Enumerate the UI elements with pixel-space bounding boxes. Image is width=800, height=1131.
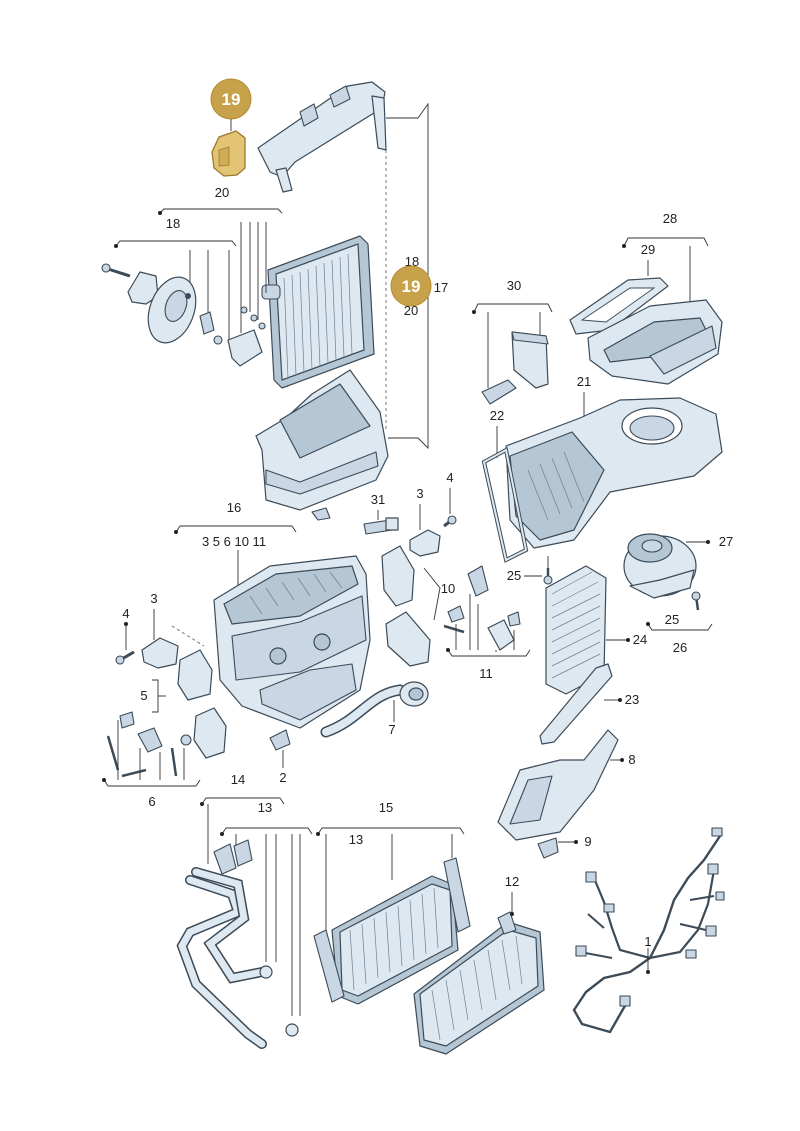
label-22: 22 [490,408,504,423]
label-28: 28 [663,211,677,226]
label-25-left: 25 [507,568,521,583]
part-screw-4-mid [443,515,457,528]
part-clip-30 [481,379,517,405]
label-5: 5 [140,688,147,703]
part-duct-7 [320,681,429,738]
part-disc-18 [147,276,197,344]
part-actuator-5a [177,649,213,701]
part-heater-core-15 [313,857,471,1005]
label-10: 10 [441,581,455,596]
part-screw-4-left [115,650,135,665]
part-bracket-10b [385,611,431,667]
label-9: 9 [584,834,591,849]
label-6: 6 [148,794,155,809]
part-evaporator-housing [255,369,389,521]
part-actuator-5b [193,707,227,759]
label-13-a: 13 [258,800,272,815]
label-25-right: 25 [665,612,679,627]
part-cover-plate-8 [497,729,619,841]
label-7: 7 [388,722,395,737]
label-11: 11 [479,666,493,681]
label-20-right: 20 [404,303,418,318]
part-evaporator-core [261,235,375,389]
part-upper-cover-28 [587,299,723,385]
part-screw-25-left [543,568,553,585]
label-24: 24 [633,632,647,647]
part-connectors-18 [199,306,266,367]
part-pipes-14 [176,839,299,1049]
label-26: 26 [673,640,687,655]
label-3-mid: 3 [416,486,423,501]
callout-badge-19-right-text: 19 [402,277,421,296]
callout-badge-19-top-text: 19 [222,90,241,109]
part-filter-24 [545,565,607,695]
label-18-right: 18 [405,254,419,269]
part-screw-18 [101,263,131,278]
part-upper-bracket [257,81,387,193]
part-blower-housing-21 [505,397,723,549]
part-levers-6 [106,711,192,778]
part-heat-exchanger-12 [413,911,545,1055]
part-strip-23 [539,663,613,745]
label-31: 31 [371,492,385,507]
part-bracket-10a [381,545,415,607]
dot-markers [102,211,710,974]
label-17: 17 [434,280,448,295]
part-clip-2 [269,729,291,751]
label-4-left: 4 [122,606,129,621]
part-actuator-3-mid [409,529,441,557]
label-18-left: 18 [166,216,180,231]
label-2: 2 [279,770,286,785]
label-30: 30 [507,278,521,293]
part-actuator-3-left [141,637,179,669]
label-3-left: 3 [150,591,157,606]
label-15: 15 [379,800,393,815]
part-sensor-31 [363,517,399,535]
part-wiring-harness-1 [572,827,725,1034]
label-12: 12 [505,874,519,889]
part-seal-22 [481,446,529,563]
label-23: 23 [625,692,639,707]
label-8: 8 [628,752,635,767]
label-16-subparts: 3 5 6 10 11 [202,534,266,549]
label-4-mid: 4 [446,470,453,485]
label-29: 29 [641,242,655,257]
part-clip-9 [537,837,559,859]
label-14: 14 [231,772,245,787]
label-20-top: 20 [215,185,229,200]
part-blower-motor-27 [623,533,697,599]
label-16: 16 [227,500,241,515]
part-filter-frame-29 [569,277,669,335]
part-screw-25-right [691,591,701,611]
part-main-housing-16 [213,555,371,729]
callout-badge-19-right[interactable]: 19 [390,265,432,307]
highlighted-part-19[interactable]: 19 [210,78,252,177]
label-1: 1 [644,934,651,949]
label-21: 21 [577,374,591,389]
part-small-cover-30 [511,331,549,389]
label-27: 27 [719,534,733,549]
label-13-b: 13 [349,832,363,847]
